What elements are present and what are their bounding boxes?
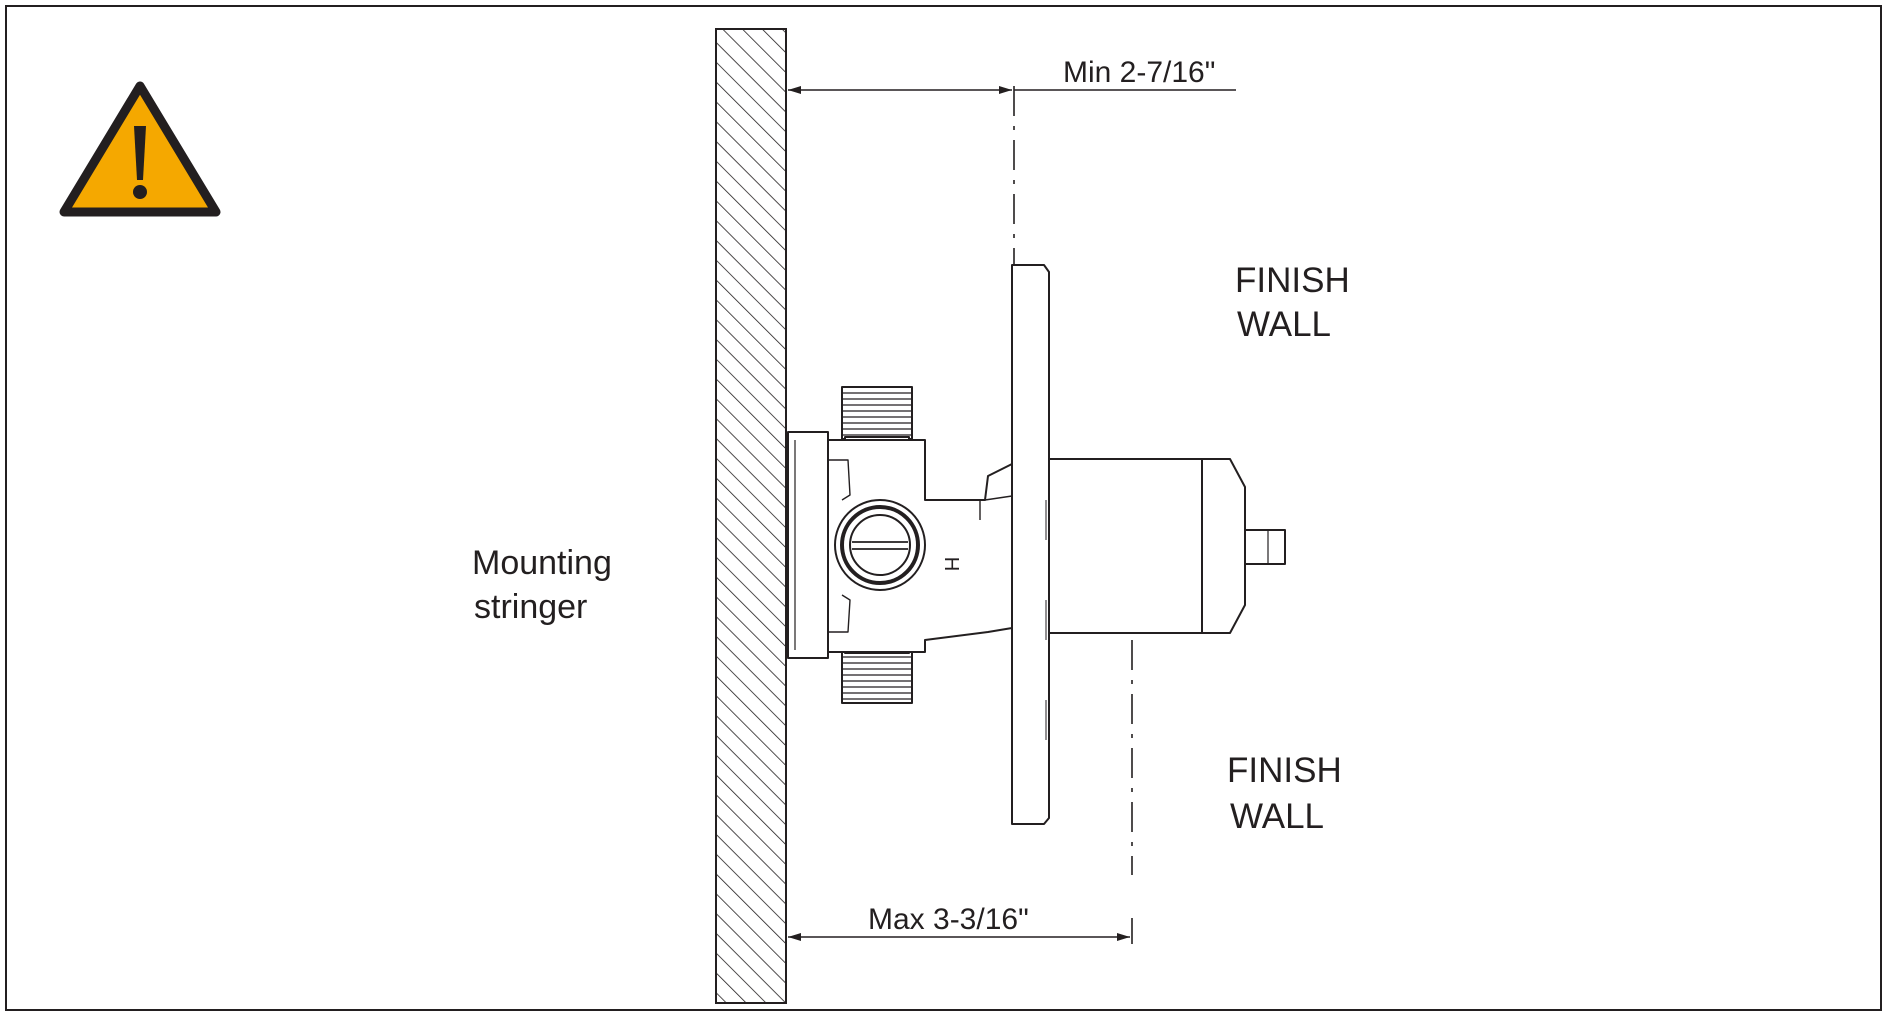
max-dimension-label: Max 3-3/16" [868, 903, 1029, 936]
lower-threaded-inlet [841, 644, 913, 704]
finish-wall-lower-label: FINISH WALL [1227, 751, 1351, 836]
cartridge-housing [1048, 458, 1203, 634]
plaster-guard [1011, 264, 1050, 825]
min-dimension-label: Min 2-7/16" [1063, 56, 1215, 89]
mounting-stringer-wall [715, 28, 787, 1004]
finish-wall-upper-label: FINISH WALL [1235, 261, 1359, 344]
mounting-stringer-label: Mounting stringer [472, 544, 621, 626]
diagram-frame [5, 5, 1882, 1011]
max-dimension [788, 918, 1133, 944]
upper-threaded-inlet [841, 386, 913, 446]
valve-stem [1244, 529, 1286, 565]
hot-marker-label: H [940, 557, 962, 571]
warning-triangle-icon [59, 81, 221, 217]
valve-body [787, 264, 1286, 825]
valve-port-plug [834, 499, 926, 591]
